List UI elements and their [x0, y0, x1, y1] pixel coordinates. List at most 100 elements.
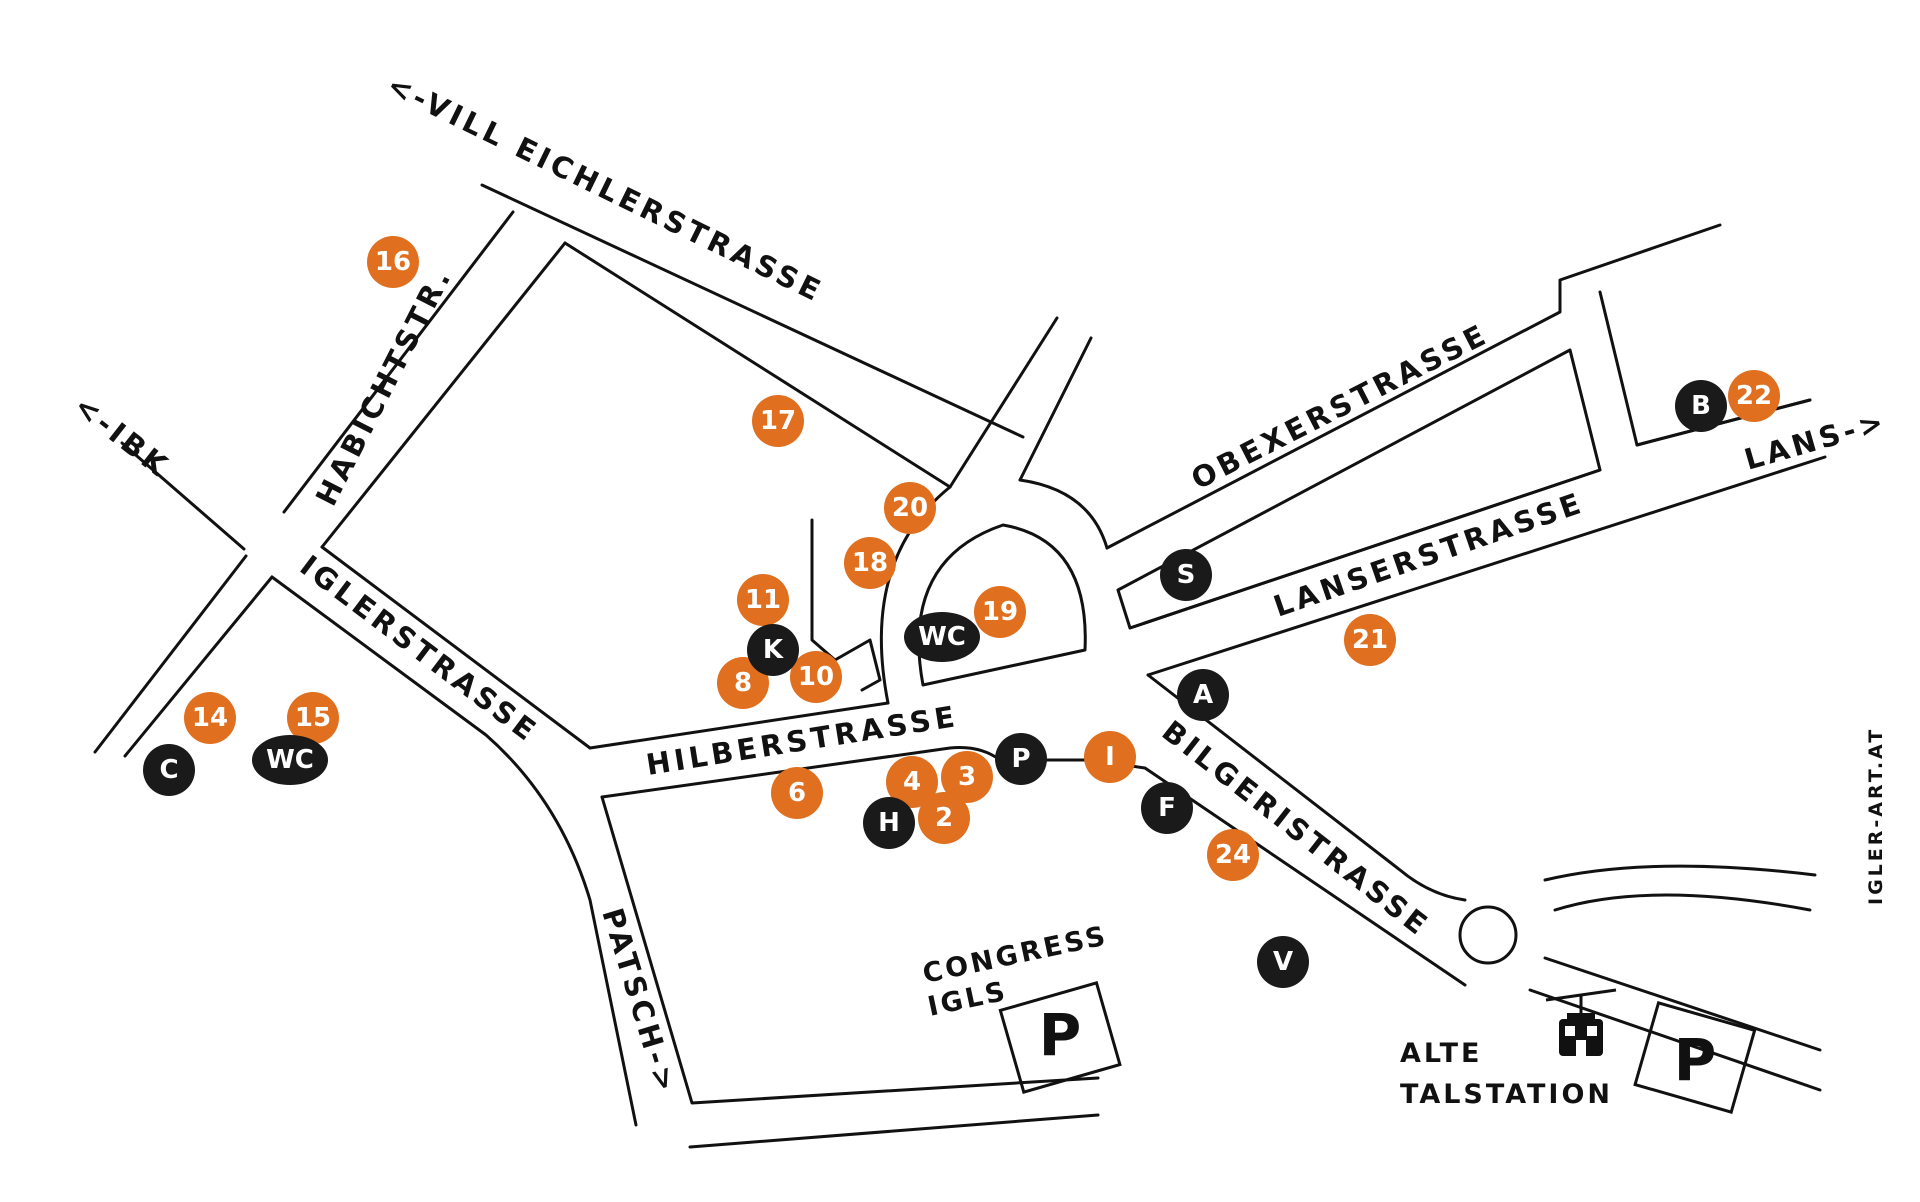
marker-orange-10: 10: [790, 651, 842, 703]
marker-orange-22-dot: [1728, 370, 1780, 422]
road-north-curve: [1018, 478, 1109, 550]
marker-orange-17: 17: [752, 395, 804, 447]
marker-wc-2-label: WC: [266, 745, 314, 775]
place-labels: CONGRESS IGLS ALTE TALSTATION IGLER-ART.…: [920, 727, 1887, 1110]
marker-orange-20: 20: [884, 482, 936, 534]
road-roundabout: [1458, 905, 1518, 965]
marker-orange-2: 2: [918, 792, 970, 844]
road-north-right: [1018, 336, 1093, 482]
label-talstation: TALSTATION: [1400, 1079, 1613, 1110]
road-habichtstr-left: [282, 210, 515, 514]
marker-orange-4: 4: [886, 756, 938, 808]
marker-black-f-dot: [1141, 782, 1193, 834]
marker-wc-2: WC: [252, 735, 328, 785]
marker-black-f-label: F: [1158, 793, 1176, 823]
marker-black-f: F: [1141, 782, 1193, 834]
wc-markers: WC WC: [252, 612, 980, 785]
road-church-lane: [810, 518, 882, 692]
parking-talstation: P: [1633, 1000, 1757, 1114]
black-markers: K S B A C P H F V: [143, 380, 1727, 988]
label-patsch: PATSCH->: [595, 904, 684, 1099]
road-lanserstrasse-lower: [1128, 455, 1827, 677]
marker-black-k-label: K: [763, 635, 784, 665]
parking-congress: P: [998, 980, 1122, 1094]
marker-orange-17-dot: [752, 395, 804, 447]
marker-orange-10-label: 10: [798, 662, 834, 692]
road-east-middle: [1553, 893, 1812, 912]
road-iglerstrasse-upper: [320, 545, 592, 750]
marker-black-s: S: [1160, 549, 1212, 601]
marker-orange-21-dot: [1344, 614, 1396, 666]
marker-black-a-dot: [1177, 669, 1229, 721]
road-center-inner: [917, 523, 1087, 687]
marker-black-a: A: [1177, 669, 1229, 721]
road-ibk-lower: [93, 554, 248, 754]
marker-black-b-dot: [1675, 380, 1727, 432]
cable-car-icon: [1545, 988, 1617, 1056]
marker-orange-11-label: 11: [745, 585, 781, 615]
road-vill-eichlerstrasse-upper: [480, 183, 1025, 439]
street-labels: <-VILL EICHLERSTRASSE HABICHTSTR. <-IBK …: [68, 68, 1891, 1099]
road-north-left: [948, 316, 1059, 489]
marker-orange-8: 8: [717, 657, 769, 709]
label-ibk: <-IBK: [68, 389, 177, 485]
road-east-lowest: [1528, 988, 1822, 1092]
road-obexerstrasse-upper: [1105, 223, 1722, 550]
marker-black-v: V: [1257, 936, 1309, 988]
marker-wc-1: WC: [904, 612, 980, 662]
marker-orange-18: 18: [844, 537, 896, 589]
parking-talstation-label: P: [1674, 1026, 1717, 1094]
marker-orange-6-dot: [771, 767, 823, 819]
road-habichtstr-right: [320, 241, 567, 549]
marker-black-s-label: S: [1177, 560, 1196, 590]
marker-orange-18-dot: [844, 537, 896, 589]
marker-orange-24-dot: [1207, 829, 1259, 881]
marker-orange-20-dot: [884, 482, 936, 534]
parking-congress-label: P: [1039, 1001, 1082, 1069]
label-credit: IGLER-ART.AT: [1865, 727, 1887, 905]
marker-black-v-dot: [1257, 936, 1309, 988]
marker-orange-15-dot: [287, 692, 339, 744]
parking-talstation-box: [1633, 1000, 1757, 1114]
marker-orange-15: 15: [287, 692, 339, 744]
marker-orange-3-dot: [941, 751, 993, 803]
marker-orange-18-label: 18: [852, 548, 888, 578]
marker-orange-4-dot: [886, 756, 938, 808]
label-lanserstrasse: LANSERSTRASSE: [1269, 485, 1588, 623]
marker-black-h-label: H: [878, 808, 900, 838]
marker-black-h: H: [863, 797, 915, 849]
road-vill-eichlerstrasse-lower: [563, 241, 952, 489]
marker-orange-15-label: 15: [295, 703, 331, 733]
marker-orange-6-label: 6: [788, 778, 806, 808]
marker-orange-21-label: 21: [1352, 625, 1388, 655]
marker-black-b-label: B: [1691, 391, 1711, 421]
marker-orange-10-dot: [790, 651, 842, 703]
marker-black-s-dot: [1160, 549, 1212, 601]
marker-black-p: P: [995, 733, 1047, 785]
marker-orange-14-dot: [184, 692, 236, 744]
marker-orange-i-dot: [1084, 731, 1136, 783]
marker-black-c-dot: [143, 744, 195, 796]
marker-orange-19-label: 19: [982, 597, 1018, 627]
marker-orange-14: 14: [184, 692, 236, 744]
marker-orange-4-label: 4: [903, 767, 921, 797]
marker-orange-22-label: 22: [1736, 381, 1772, 411]
road-iglerstrasse-lower: [270, 575, 638, 1127]
road-ibk-upper: [120, 441, 246, 551]
label-obexerstrasse: OBEXERSTRASSE: [1186, 317, 1494, 497]
marker-black-c: C: [143, 744, 195, 796]
marker-black-p-label: P: [1011, 744, 1030, 774]
label-habichtstr: HABICHTSTR.: [309, 261, 459, 511]
marker-orange-6: 6: [771, 767, 823, 819]
marker-orange-14-label: 14: [192, 703, 228, 733]
road-patsch: [600, 795, 1100, 1105]
marker-black-a-label: A: [1193, 680, 1213, 710]
label-congress: CONGRESS: [920, 920, 1111, 990]
marker-black-k: K: [747, 624, 799, 676]
marker-orange-16-label: 16: [375, 247, 411, 277]
marker-black-h-dot: [863, 797, 915, 849]
marker-orange-16-dot: [367, 236, 419, 288]
